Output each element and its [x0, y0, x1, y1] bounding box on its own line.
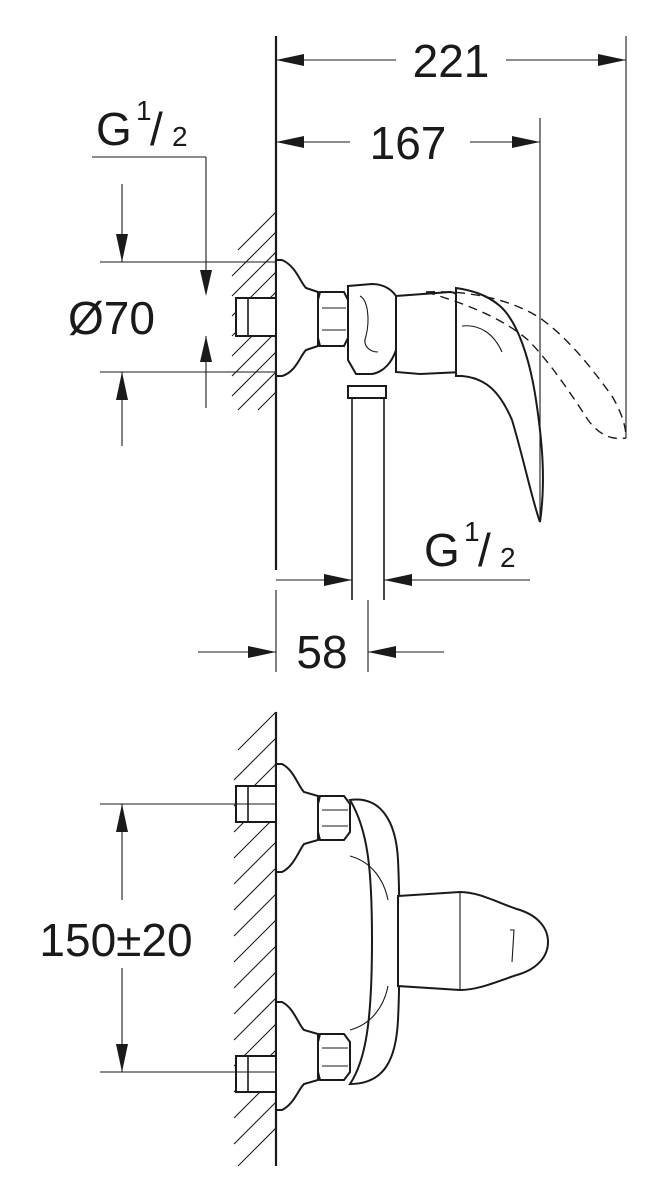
wall-rosette	[275, 259, 319, 377]
plan-view: 150±20	[39, 711, 550, 1167]
outlet-thread-slash: /	[478, 524, 491, 576]
dim-70-label: Ø70	[68, 292, 155, 344]
inlet-thread-main: G	[96, 103, 132, 155]
outlet-tube	[347, 385, 387, 600]
dim-150-label: 150±20	[39, 914, 192, 966]
outlet-thread-main: G	[424, 524, 460, 576]
inlet-thread-denominator: 2	[172, 121, 188, 152]
hex-nut	[317, 291, 349, 347]
dimension-overall-width: 221	[276, 35, 627, 438]
valve-body	[347, 282, 397, 375]
side-view: 221 167 G 1 / 2	[68, 35, 627, 678]
lower-inlet	[235, 1001, 351, 1111]
dimension-outlet-offset: 58	[198, 590, 444, 678]
outlet-thread-label: G 1 / 2	[276, 516, 530, 586]
cartridge-housing	[395, 290, 463, 376]
handle-plan	[397, 890, 550, 992]
dim-58-label: 58	[296, 626, 347, 678]
dim-167-label: 167	[370, 117, 447, 169]
lever-open-position	[425, 291, 627, 440]
outlet-thread-denominator: 2	[500, 542, 516, 573]
lever-handle	[455, 286, 544, 523]
inlet-thread-slash: /	[150, 103, 163, 155]
inlet-thread-label: G 1 / 2	[92, 95, 212, 408]
dimension-lever-depth: 167	[276, 117, 541, 520]
wall-hatch-bottom	[233, 711, 278, 1167]
inlet-thread-numerator: 1	[136, 95, 152, 126]
dimension-inlet-spacing: 150±20	[39, 803, 276, 1073]
upper-inlet	[235, 763, 351, 873]
dim-221-label: 221	[413, 35, 490, 87]
mixer-body-top	[348, 798, 401, 1086]
outlet-thread-numerator: 1	[464, 516, 480, 547]
inlet-pipe	[235, 297, 279, 337]
dimension-rosette-diameter: Ø70	[68, 184, 276, 446]
